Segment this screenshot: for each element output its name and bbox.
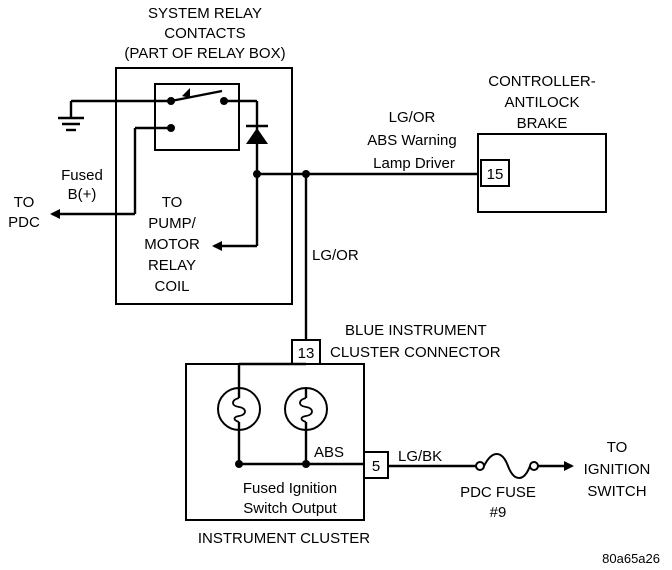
abs-wire-color: LG/OR (389, 109, 436, 126)
to-ignition-line2: IGNITION (584, 461, 651, 478)
coil-label-line3: MOTOR (144, 236, 200, 253)
cluster-pin: 5 (372, 458, 380, 475)
lamp-icon (217, 387, 261, 431)
relay-box (115, 67, 293, 305)
junction-dot (235, 460, 243, 468)
fuse-terminal (529, 461, 539, 471)
controller-title-line3: BRAKE (517, 115, 568, 132)
controller-title-line2: ANTILOCK (504, 94, 579, 111)
connector-pin: 13 (298, 345, 315, 362)
ground-icon (58, 101, 84, 132)
relay-contacts-box (154, 83, 240, 151)
cluster-title: INSTRUMENT CLUSTER (198, 530, 370, 547)
connector-label-line2: CLUSTER CONNECTOR (330, 344, 501, 361)
fuse-terminal (475, 461, 485, 471)
controller-title-line1: CONTROLLER- (488, 73, 596, 90)
fused-label-line1: Fused (61, 167, 103, 184)
ignition-wire-color: LG/BK (398, 448, 442, 465)
fused-label-line2: B(+) (68, 186, 97, 203)
relay-title-line1: SYSTEM RELAY (148, 5, 262, 22)
output-label-line1: Fused Ignition (243, 480, 337, 497)
relay-title-line2: CONTACTS (164, 25, 245, 42)
abs-wire-desc-line1: ABS Warning (367, 132, 456, 149)
coil-label-line5: COIL (154, 278, 189, 295)
relay-title-line3: (PART OF RELAY BOX) (124, 45, 285, 62)
controller-pin: 15 (487, 166, 504, 183)
to-ignition-line1: TO (607, 439, 628, 456)
fuse-label-line1: PDC FUSE (460, 484, 536, 501)
abs-wire-desc-line2: Lamp Driver (373, 155, 455, 172)
coil-label-line2: PUMP/ (148, 215, 196, 232)
output-label-line2: Switch Output (243, 500, 337, 517)
to-ignition-line3: SWITCH (587, 483, 646, 500)
controller-box (477, 133, 607, 213)
controller-pin-box (480, 159, 510, 187)
abs-lamp-label: ABS (314, 444, 344, 461)
to-pdc-line2: PDC (8, 214, 40, 231)
coil-label-line1: TO (162, 194, 183, 211)
connector-label-line1: BLUE INSTRUMENT (345, 322, 487, 339)
relay-switch-icon (167, 88, 259, 174)
vertical-wire-color: LG/OR (312, 247, 359, 264)
diode-icon (246, 124, 268, 144)
fuse-label-line2: #9 (490, 504, 507, 521)
abs-lamp-icon (284, 387, 328, 431)
junction-dot (302, 460, 310, 468)
to-pdc-line1: TO (14, 194, 35, 211)
figure-id: 80a65a26 (602, 551, 660, 566)
fuse-icon (483, 453, 531, 479)
coil-label-line4: RELAY (148, 257, 196, 274)
